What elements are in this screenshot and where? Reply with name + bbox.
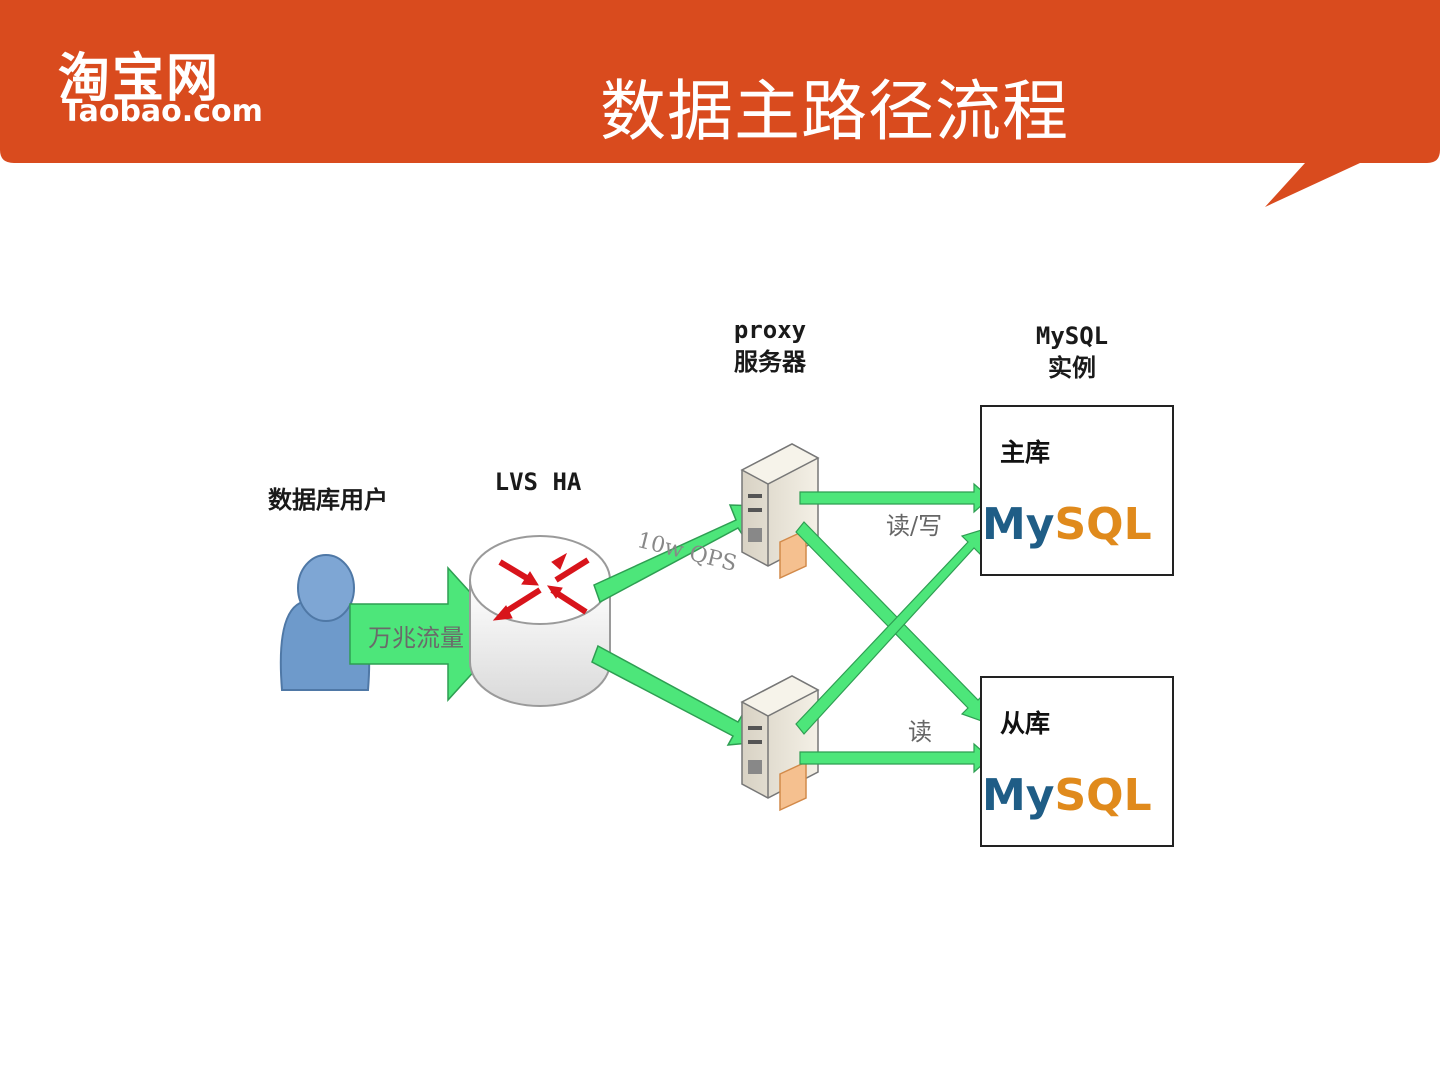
lvs-ha-label: LVS HA — [494, 468, 582, 496]
proxy-server-bottom-icon — [740, 675, 820, 812]
taobao-logo-english: Taobao.com — [62, 94, 263, 129]
read-write-label: 读/写 — [886, 512, 943, 540]
mysql-master-box: 主库 MySQL — [980, 405, 1174, 576]
mysql-slave-box: 从库 MySQL — [980, 676, 1174, 847]
arrow-proxy-bottom-to-slave — [799, 742, 991, 774]
read-label: 读 — [908, 718, 932, 746]
arrow-lvs-to-proxy-bottom — [591, 644, 762, 746]
mysql-logo-sql: SQL — [1054, 770, 1152, 821]
mysql-logo-my: My — [982, 770, 1055, 821]
slide-title: 数据主路径流程 — [600, 73, 1069, 150]
header-bar — [0, 0, 1440, 207]
master-db-label: 主库 — [1000, 438, 1051, 467]
traffic-label: 万兆流量 — [368, 624, 464, 652]
mysql-instance-label: MySQL 实例 — [1022, 320, 1122, 384]
proxy-label-line1: proxy — [733, 316, 807, 344]
mysql-logo-master: MySQL — [982, 499, 1152, 550]
mysql-label-line2: 实例 — [1048, 354, 1096, 382]
proxy-server-label: proxy 服务器 — [720, 314, 820, 378]
mysql-logo-my: My — [982, 499, 1055, 550]
database-user-label: 数据库用户 — [268, 486, 388, 514]
proxy-label-line2: 服务器 — [734, 348, 806, 376]
proxy-server-top-icon — [740, 443, 820, 580]
mysql-logo-sql: SQL — [1054, 499, 1152, 550]
slave-db-label: 从库 — [1000, 709, 1051, 738]
taobao-logo-chinese: 淘宝网 — [58, 49, 221, 109]
mysql-logo-slave: MySQL — [982, 770, 1152, 821]
lvs-router-icon — [469, 535, 611, 707]
mysql-label-line1: MySQL — [1035, 322, 1109, 350]
database-user-icon — [279, 554, 371, 691]
